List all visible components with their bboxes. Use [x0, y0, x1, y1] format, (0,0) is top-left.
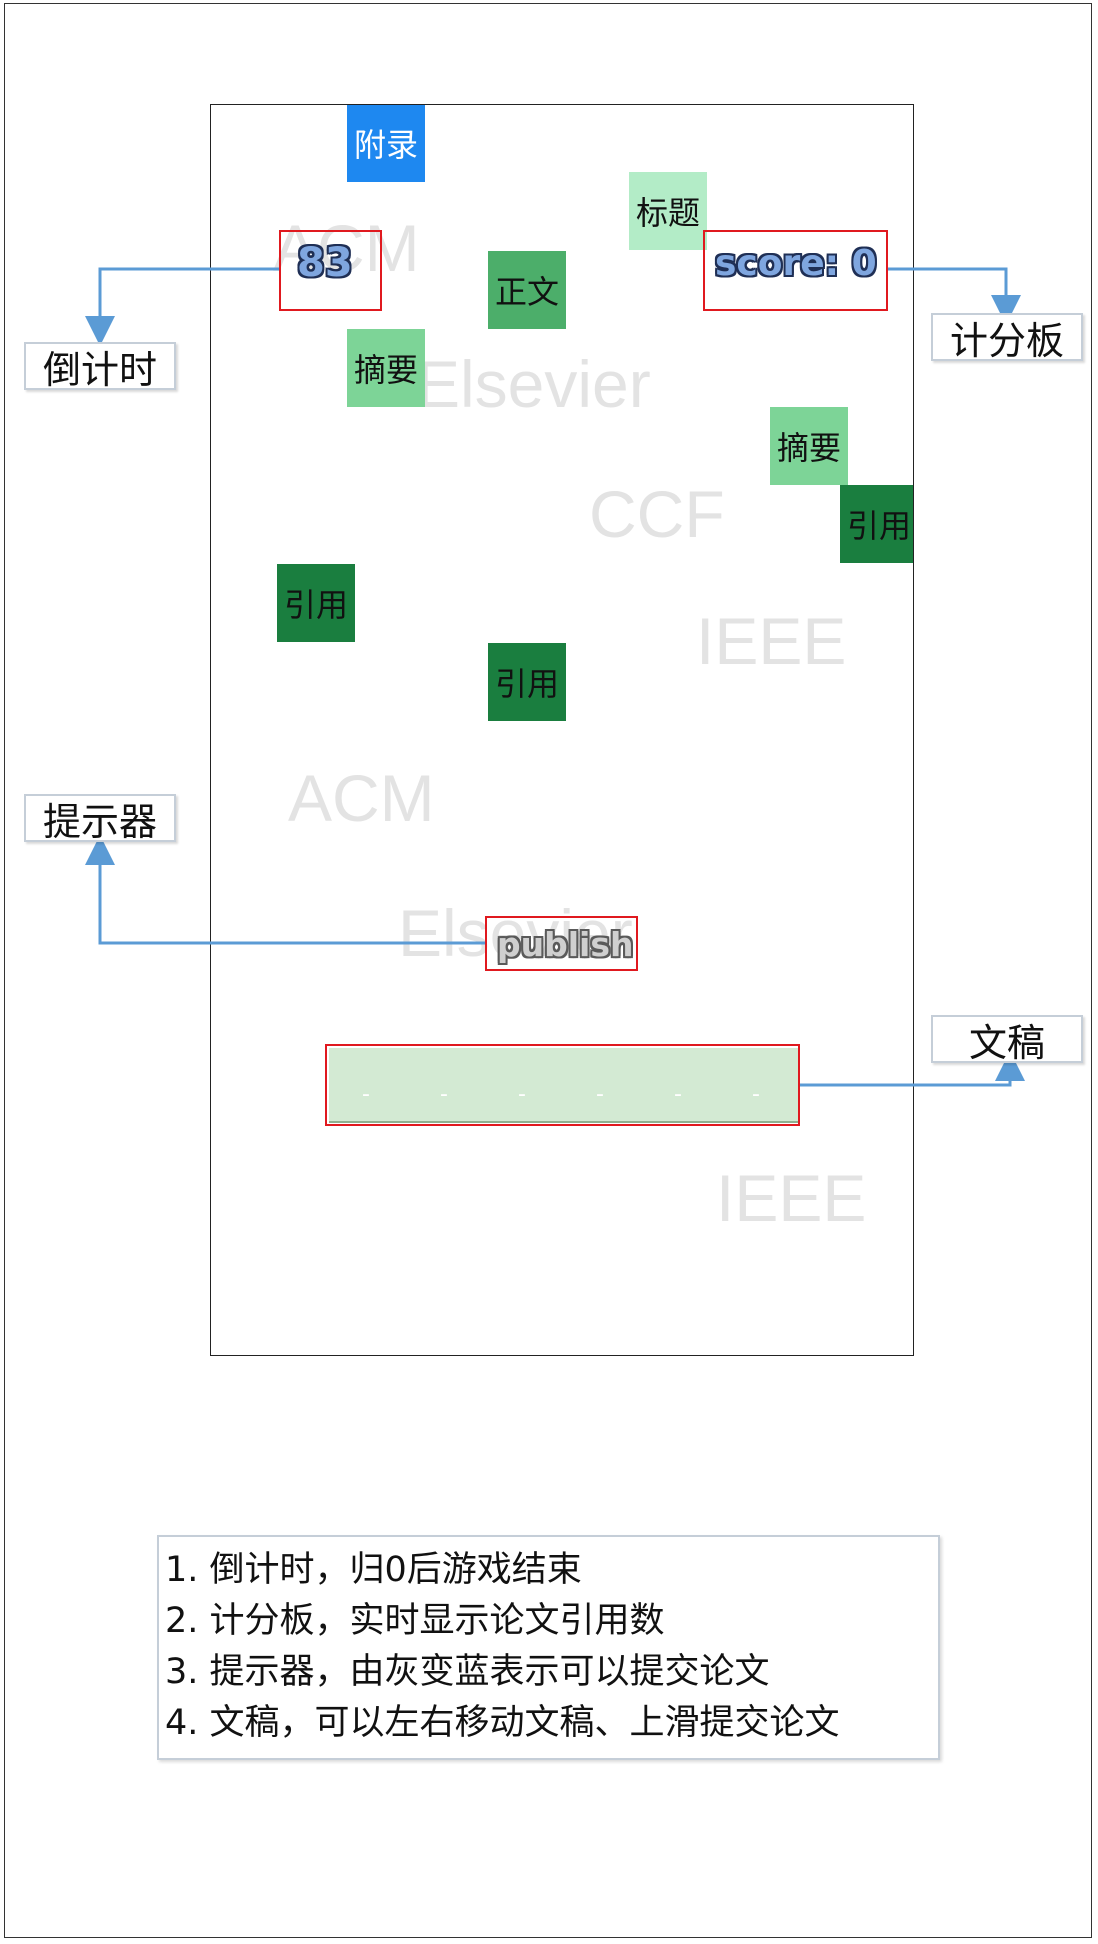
- watermark: ACM: [273, 211, 420, 285]
- callout-countdown: 倒计时: [24, 342, 176, 392]
- watermark: Elsevier: [416, 347, 651, 421]
- block-citation: 引用: [840, 485, 913, 563]
- note-item: 2. 计分板，实时显示论文引用数: [165, 1601, 665, 1641]
- outer-frame: [4, 3, 1092, 1938]
- callout-manuscript: 文稿: [931, 1015, 1083, 1065]
- hint-arrow: [85, 835, 485, 945]
- block-citation: 引用: [488, 643, 566, 721]
- paddle-slot: -: [596, 1082, 604, 1107]
- block-appendix: 附录: [347, 105, 425, 182]
- countdown-highlight: [279, 230, 382, 311]
- paddle-slot: -: [674, 1082, 682, 1107]
- score-display: score: 0: [715, 243, 877, 284]
- note-item: 4. 文稿，可以左右移动文稿、上滑提交论文: [165, 1703, 840, 1743]
- countdown-timer: 83: [297, 240, 353, 286]
- watermark: ACM: [288, 761, 435, 835]
- block-citation: 引用: [277, 564, 355, 642]
- block-body: 正文: [488, 251, 566, 329]
- watermark: IEEE: [716, 1161, 867, 1235]
- callout-scoreboard: 计分板: [931, 313, 1083, 363]
- countdown-arrow: [85, 267, 279, 346]
- paddle-slot: -: [752, 1082, 760, 1107]
- callout-hint: 提示器: [24, 794, 176, 844]
- notes-panel: 1. 倒计时，归0后游戏结束 2. 计分板，实时显示论文引用数 3. 提示器，由…: [157, 1535, 940, 1760]
- score-highlight: [703, 230, 888, 311]
- paddle-slot: -: [440, 1082, 448, 1107]
- block-title: 标题: [629, 172, 707, 250]
- watermark: CCF: [589, 477, 725, 551]
- game-area[interactable]: ACM Elsevier CCF IEEE ACM Elsevier IEEE …: [210, 104, 914, 1356]
- watermark: IEEE: [696, 604, 847, 678]
- block-abstract: 摘要: [770, 407, 848, 485]
- manuscript-paddle[interactable]: - - - - - -: [329, 1048, 798, 1123]
- score-arrow: [888, 267, 1021, 325]
- note-item: 1. 倒计时，归0后游戏结束: [165, 1550, 582, 1590]
- paddle-slot: -: [518, 1082, 526, 1107]
- watermark: Elsevier: [398, 896, 633, 970]
- block-abstract: 摘要: [347, 329, 425, 407]
- manuscript-highlight: [325, 1044, 800, 1126]
- publish-hint[interactable]: publish: [497, 925, 634, 964]
- paddle-slot: -: [362, 1082, 370, 1107]
- note-item: 3. 提示器，由灰变蓝表示可以提交论文: [165, 1652, 770, 1692]
- manuscript-arrow: [800, 1051, 1025, 1087]
- hint-highlight: [485, 916, 638, 971]
